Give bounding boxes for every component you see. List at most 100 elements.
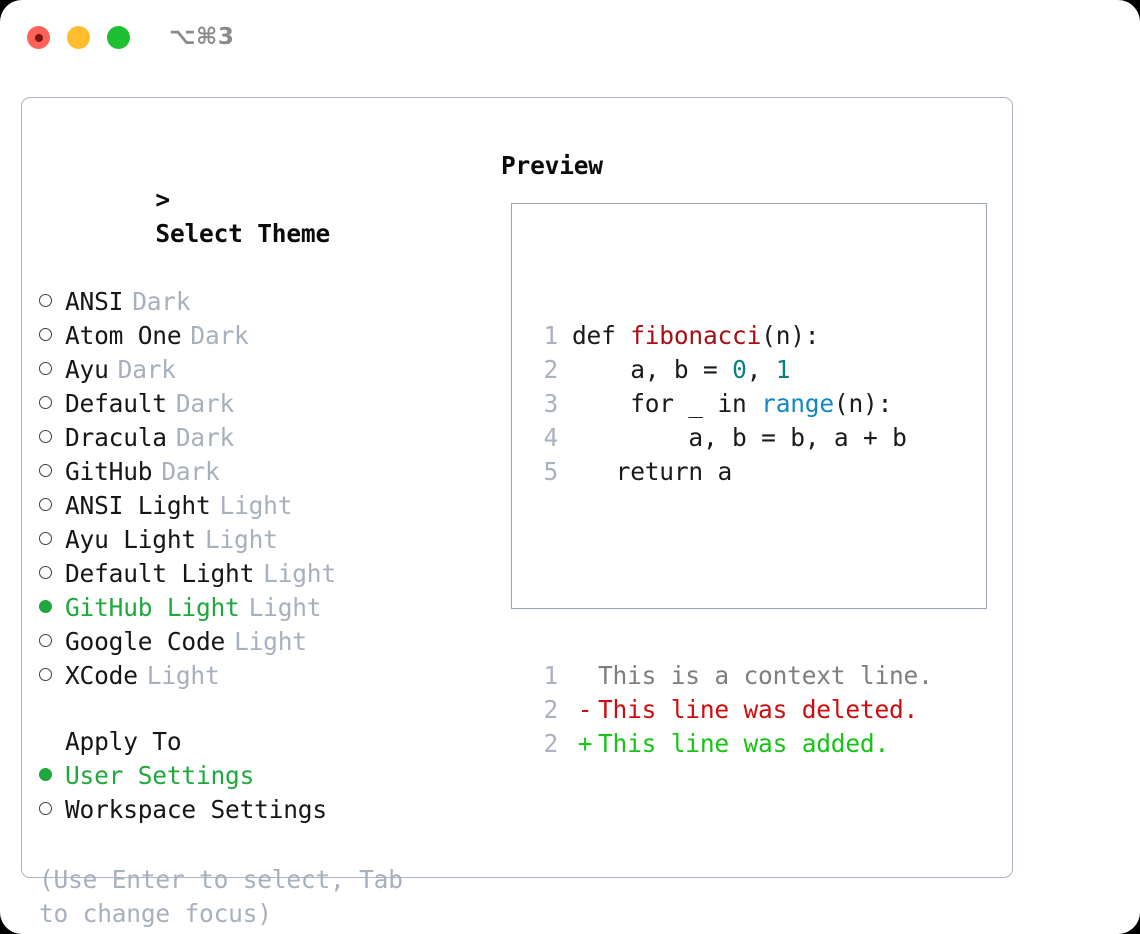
title-bar: ⌥⌘3 [0, 0, 1140, 78]
diff-marker [572, 659, 598, 693]
radio-dot [39, 801, 52, 815]
code-token-plain: (n): [761, 321, 820, 350]
diff-line-text: This line was deleted. [598, 695, 919, 724]
theme-name-label: ANSI Light [65, 491, 211, 520]
apply-to-option[interactable]: User Settings [39, 759, 469, 793]
radio-dot [39, 667, 52, 681]
radio-dot [39, 497, 52, 511]
code-line-text: a, b = b, a + b [572, 421, 907, 455]
line-number: 2 [543, 355, 558, 384]
radio-unselected-icon [39, 421, 65, 455]
code-token-num: 1 [775, 355, 791, 384]
theme-variant-label: Light [219, 491, 293, 520]
apply-to-heading-label: Apply To [65, 727, 182, 756]
radio-dot [39, 429, 52, 443]
radio-dot [39, 395, 52, 409]
theme-list-item[interactable]: Default Light Light [39, 557, 469, 591]
radio-dot [39, 327, 52, 341]
code-token-plain: a, b = b, a + b [572, 423, 907, 452]
radio-unselected-icon [39, 625, 65, 659]
zoom-button[interactable] [107, 26, 130, 49]
theme-variant-label: Dark [175, 389, 235, 418]
radio-dot [39, 293, 52, 307]
radio-dot [39, 565, 52, 579]
radio-unselected-icon [39, 523, 65, 557]
theme-name-label: Default [65, 389, 167, 418]
code-line-text: for _ in range(n): [572, 387, 892, 421]
code-token-plain: for _ in [572, 389, 762, 418]
diff-sample: 1 This is a context line. 2-This line was … [532, 659, 933, 761]
diff-line-text: This line was added. [598, 729, 890, 758]
radio-selected-icon [39, 591, 65, 625]
diff-line-number: 1 [543, 661, 558, 690]
theme-list-item[interactable]: ANSI Light Light [39, 489, 469, 523]
theme-variant-label: Light [263, 559, 336, 588]
apply-to-option-label: Workspace Settings [65, 795, 327, 824]
radio-unselected-icon [39, 319, 65, 353]
radio-unselected-icon [39, 489, 65, 523]
radio-unselected-icon [39, 455, 65, 489]
code-line: 3 for _ in range(n): [532, 387, 933, 421]
diff-marker: - [577, 695, 593, 724]
theme-variant-label: Dark [175, 423, 235, 452]
theme-name-label: Dracula [65, 423, 167, 452]
select-theme-heading-label: Select Theme [155, 219, 331, 248]
radio-unselected-icon [39, 285, 65, 319]
theme-variant-label: Dark [161, 457, 220, 486]
radio-unselected-icon [39, 353, 65, 387]
theme-variant-label: Light [204, 525, 278, 554]
code-token-plain: return a [572, 457, 733, 486]
theme-name-label: Google Code [65, 627, 226, 656]
keyboard-hint-text: (Use Enter to select, Tab to change focu… [39, 865, 403, 928]
code-token-plain: a, b = [572, 355, 733, 384]
theme-list-item[interactable]: Dracula Dark [39, 421, 469, 455]
diff-line-number: 2 [543, 729, 558, 758]
theme-list-item[interactable]: XCode Light [39, 659, 469, 693]
theme-name-label: ANSI [65, 287, 124, 316]
apply-to-option[interactable]: Workspace Settings [39, 793, 469, 827]
code-line: 2 a, b = 0, 1 [532, 353, 933, 387]
theme-list-item[interactable]: Ayu Dark [39, 353, 469, 387]
line-number: 4 [543, 423, 558, 452]
code-line-text: return a [572, 455, 733, 489]
traffic-lights [27, 26, 130, 49]
close-button[interactable] [27, 26, 50, 49]
theme-variant-label: Dark [117, 355, 176, 384]
code-token-plain: , [746, 355, 776, 384]
select-theme-heading: > Select Theme [39, 149, 469, 285]
theme-name-label: Default Light [65, 559, 255, 588]
code-token-plain: (n): [833, 389, 893, 418]
apply-to-heading: ○ Apply To [39, 725, 469, 759]
theme-name-label: XCode [65, 661, 138, 690]
line-number: 5 [543, 457, 558, 486]
theme-list-item[interactable]: Default Dark [39, 387, 469, 421]
code-token-num: 0 [732, 355, 747, 384]
minimize-button[interactable] [67, 26, 90, 49]
diff-line-add: 2+This line was added. [532, 727, 933, 761]
radio-dot [39, 463, 52, 477]
theme-name-label: Atom One [65, 321, 182, 350]
code-diff-spacer [532, 557, 933, 591]
theme-variant-label: Light [146, 661, 220, 690]
theme-name-label: Ayu [65, 355, 109, 384]
diff-line-text: This is a context line. [598, 661, 933, 690]
radio-dot [39, 531, 52, 545]
code-line-text: a, b = 0, 1 [572, 353, 790, 387]
diff-line-ctx: 1 This is a context line. [532, 659, 933, 693]
apply-to-option-label: User Settings [65, 761, 255, 790]
radio-unselected-icon [39, 659, 65, 693]
diff-line-number: 2 [543, 695, 558, 724]
preview-heading: Preview [501, 151, 603, 180]
